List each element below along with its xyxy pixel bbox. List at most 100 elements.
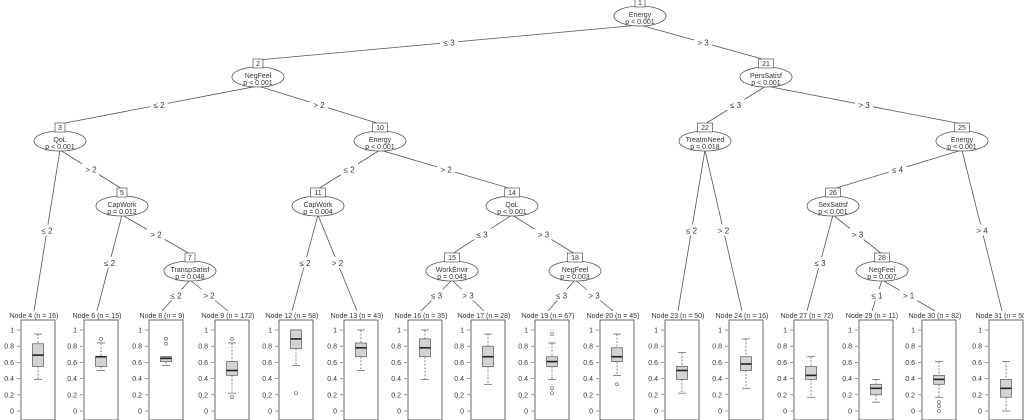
node-id: 5 bbox=[120, 190, 124, 197]
boxplot-panel bbox=[148, 319, 184, 420]
outlier-point bbox=[937, 409, 941, 413]
edge: ≤ 1 bbox=[868, 279, 886, 312]
edge-label: > 2 bbox=[313, 101, 325, 110]
terminal-label: Node 12 (n = 58) bbox=[266, 313, 319, 320]
p-value: p < 0.001 bbox=[947, 144, 976, 151]
terminal-node-23: Node 23 (n = 50)00.20.40.60.81 bbox=[648, 313, 704, 420]
box-iqr bbox=[226, 361, 238, 376]
p-value: p < 0.001 bbox=[751, 80, 780, 87]
split-variable: Energy bbox=[629, 12, 652, 19]
y-tick-label: 0.6 bbox=[583, 360, 593, 367]
y-tick-label: 0.4 bbox=[4, 376, 14, 383]
y-tick-label: 0.4 bbox=[262, 376, 272, 383]
box-iqr bbox=[611, 347, 623, 362]
y-tick-label: 0 bbox=[460, 409, 464, 416]
node-id-box bbox=[372, 122, 388, 133]
node-id: 3 bbox=[58, 125, 62, 132]
edge-label: > 1 bbox=[903, 292, 915, 301]
p-value: p = 0.004 bbox=[303, 209, 332, 216]
y-tick-label: 0 bbox=[10, 409, 14, 416]
y-tick-label: 0.6 bbox=[777, 360, 787, 367]
y-tick-label: 0.2 bbox=[777, 392, 787, 399]
edge-label: > 3 bbox=[697, 39, 709, 48]
outlier-point bbox=[550, 386, 554, 391]
y-tick-label: 0.8 bbox=[262, 344, 272, 351]
edge-label: > 2 bbox=[718, 227, 730, 236]
edge-label-bg bbox=[150, 99, 168, 110]
outlier-point bbox=[550, 391, 554, 395]
edge-label-bg bbox=[682, 224, 701, 236]
edge: ≤ 3 bbox=[704, 85, 767, 125]
y-tick-label: 0.6 bbox=[327, 360, 337, 367]
outlier-point bbox=[230, 337, 234, 341]
y-tick-label: 0.8 bbox=[391, 344, 401, 351]
y-tick-label: 0.6 bbox=[648, 360, 658, 367]
p-value: p < 0.001 bbox=[365, 144, 394, 151]
p-value: p = 0.043 bbox=[437, 274, 466, 281]
y-tick-label: 0.8 bbox=[454, 344, 464, 351]
edge-label: > 3 bbox=[462, 292, 474, 301]
terminal-label: Node 4 (n = 16) bbox=[10, 313, 59, 320]
y-tick-label: 0 bbox=[524, 409, 528, 416]
edge-label-bg bbox=[888, 163, 907, 175]
y-tick-label: 1 bbox=[718, 328, 722, 335]
edge-label-bg bbox=[473, 228, 491, 240]
terminal-label: Node 17 (n = 28) bbox=[458, 313, 511, 320]
outlier-point bbox=[937, 400, 941, 404]
split-variable: WorkEnvir bbox=[436, 267, 469, 274]
edge: > 3 bbox=[451, 279, 485, 312]
y-tick-label: 1 bbox=[911, 328, 915, 335]
edge-label: > 2 bbox=[332, 259, 344, 268]
edge: ≤ 4 bbox=[832, 149, 963, 190]
y-tick-label: 0.4 bbox=[777, 376, 787, 383]
y-tick-label: 0.2 bbox=[712, 392, 722, 399]
y-tick-label: 0.4 bbox=[905, 376, 915, 383]
edge-label: > 3 bbox=[588, 292, 600, 301]
edge-label: > 2 bbox=[85, 166, 97, 175]
node-id: 22 bbox=[701, 125, 709, 132]
y-tick-label: 1 bbox=[268, 328, 272, 335]
edge-label-bg bbox=[82, 163, 100, 175]
terminal-label: Node 6 (n = 15) bbox=[73, 313, 122, 320]
edge-label-bg bbox=[534, 228, 553, 240]
node-id-box bbox=[954, 122, 970, 133]
node-id: 21 bbox=[762, 61, 770, 68]
edge-label: ≤ 3 bbox=[556, 292, 568, 301]
edge: > 1 bbox=[881, 279, 936, 312]
edge-label: ≤ 2 bbox=[104, 259, 116, 268]
y-tick-label: 0 bbox=[333, 409, 337, 416]
edge-label-bg bbox=[855, 99, 873, 110]
y-tick-label: 0.4 bbox=[712, 376, 722, 383]
node-id-box bbox=[504, 187, 520, 198]
y-tick-label: 0.8 bbox=[972, 344, 982, 351]
edge-label: ≤ 2 bbox=[299, 259, 311, 268]
y-tick-label: 0 bbox=[783, 409, 787, 416]
terminal-node-17: Node 17 (n = 28)00.20.40.60.81 bbox=[454, 313, 510, 420]
y-tick-label: 0.8 bbox=[67, 344, 77, 351]
edge-label: > 3 bbox=[538, 231, 550, 240]
y-tick-label: 0 bbox=[268, 409, 272, 416]
terminal-node-16: Node 16 (n = 35)00.20.40.60.81 bbox=[391, 313, 447, 420]
terminal-node-20: Node 20 (n = 45)00.20.40.60.81 bbox=[583, 313, 639, 420]
edge: > 3 bbox=[639, 24, 767, 61]
terminal-label: Node 13 (n = 43) bbox=[331, 313, 384, 320]
terminal-node-27: Node 27 (n = 72)00.20.40.60.81 bbox=[777, 313, 833, 420]
node-id: 25 bbox=[958, 125, 966, 132]
edge-label-bg bbox=[38, 224, 56, 236]
y-tick-label: 0.2 bbox=[327, 392, 337, 399]
y-tick-label: 0 bbox=[589, 409, 593, 416]
y-tick-label: 0.8 bbox=[327, 344, 337, 351]
node-id-box bbox=[444, 252, 460, 263]
y-tick-label: 0.2 bbox=[67, 392, 77, 399]
y-tick-label: 0.2 bbox=[842, 392, 852, 399]
y-tick-label: 0.2 bbox=[4, 392, 14, 399]
y-tick-label: 0.4 bbox=[518, 376, 528, 383]
terminal-label: Node 23 (n = 50) bbox=[652, 313, 705, 320]
terminal-node-8: Node 8 (n = 9)00.20.40.60.81 bbox=[132, 313, 184, 420]
edge-label: ≤ 3 bbox=[476, 231, 488, 240]
